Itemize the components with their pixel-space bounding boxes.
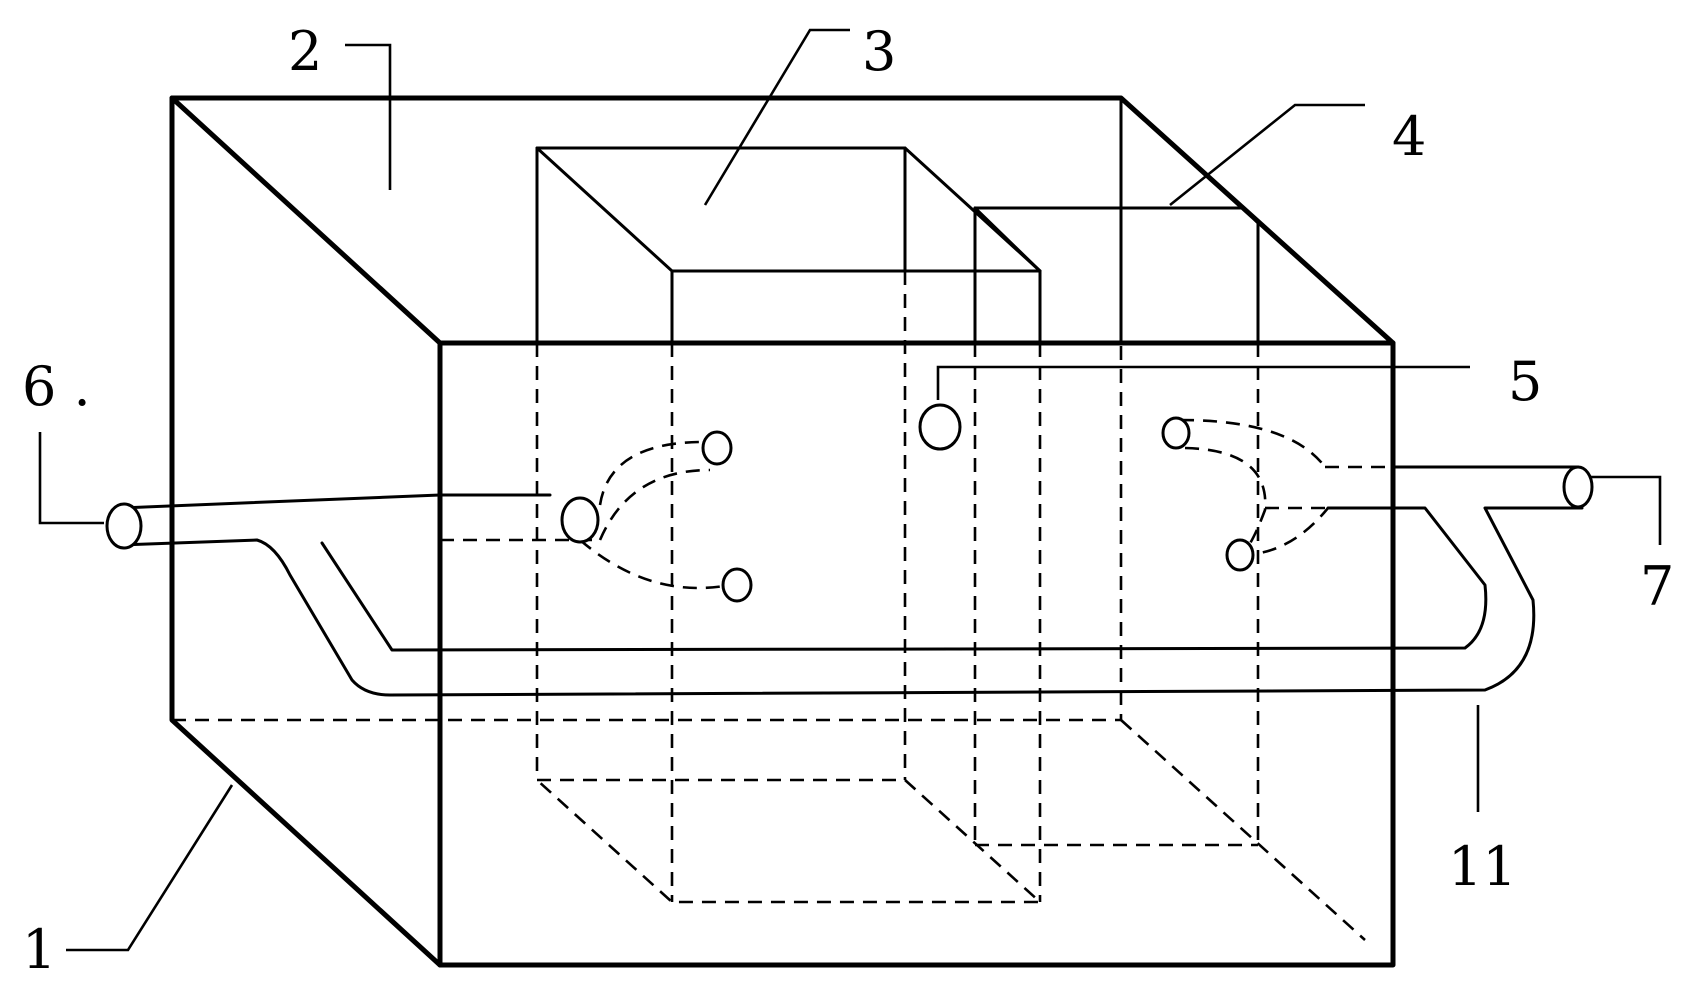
inlet-port-6 xyxy=(105,502,143,550)
leader-5 xyxy=(936,365,1470,400)
center-nozzle-5 xyxy=(918,403,962,451)
left-nozzle-lower xyxy=(721,567,753,603)
label-2: 2 xyxy=(288,20,322,83)
spray-nozzles xyxy=(560,403,1393,603)
leader-6 xyxy=(38,432,104,525)
compartment-4-top-left xyxy=(973,206,1042,273)
label-4: 4 xyxy=(1392,105,1426,168)
outer-box-hidden-bottom xyxy=(172,718,1366,941)
leader-2 xyxy=(345,43,392,190)
pipe-11 xyxy=(105,465,1594,697)
pipe-11-upper-wall xyxy=(118,493,552,510)
box-bottom-diagonal-hidden xyxy=(1120,719,1366,941)
box-top-back-edge xyxy=(169,95,1396,346)
label-11: 11 xyxy=(1448,835,1517,898)
inner-compartment-3 xyxy=(535,146,1044,904)
label-3: 3 xyxy=(862,20,896,83)
left-nozzle-arc-inner xyxy=(579,539,731,590)
left-nozzle-arc-outer xyxy=(598,440,711,506)
number-labels: 1 2 3 4 5 6 . 7 11 xyxy=(22,20,1674,981)
right-nozzle-arc-outer xyxy=(1179,418,1327,468)
leader-1 xyxy=(66,784,234,952)
leader-lines xyxy=(38,28,1662,952)
compartment-4-top xyxy=(973,206,1260,225)
right-nozzle-upper xyxy=(1161,416,1191,450)
label-1: 1 xyxy=(22,918,56,981)
left-nozzle-upper xyxy=(701,430,733,466)
label-7: 7 xyxy=(1640,555,1674,618)
right-nozzle-arc-lower xyxy=(1239,507,1330,557)
box-front-face xyxy=(437,340,1396,968)
label-6: 6 . xyxy=(22,355,91,418)
pipe-11-inner-wall xyxy=(320,506,1488,652)
left-nozzle-arc-mid xyxy=(598,468,711,541)
right-nozzle-lower xyxy=(1225,538,1255,572)
pipe-11-outer-wall xyxy=(118,506,1584,697)
outer-box xyxy=(169,95,1396,968)
inner-compartment-4 xyxy=(973,206,1260,847)
compartment-3-bottom-hidden xyxy=(536,778,1044,904)
right-nozzle-arc-inner xyxy=(1184,446,1267,557)
left-junction-ring xyxy=(560,496,600,544)
label-5: 5 xyxy=(1508,350,1542,413)
leader-7 xyxy=(1590,475,1662,545)
box-left-face xyxy=(169,95,443,968)
compartment-3-top xyxy=(535,146,1042,273)
outlet-port-7 xyxy=(1562,465,1594,509)
leader-3 xyxy=(703,28,850,206)
leader-4 xyxy=(1169,103,1365,207)
